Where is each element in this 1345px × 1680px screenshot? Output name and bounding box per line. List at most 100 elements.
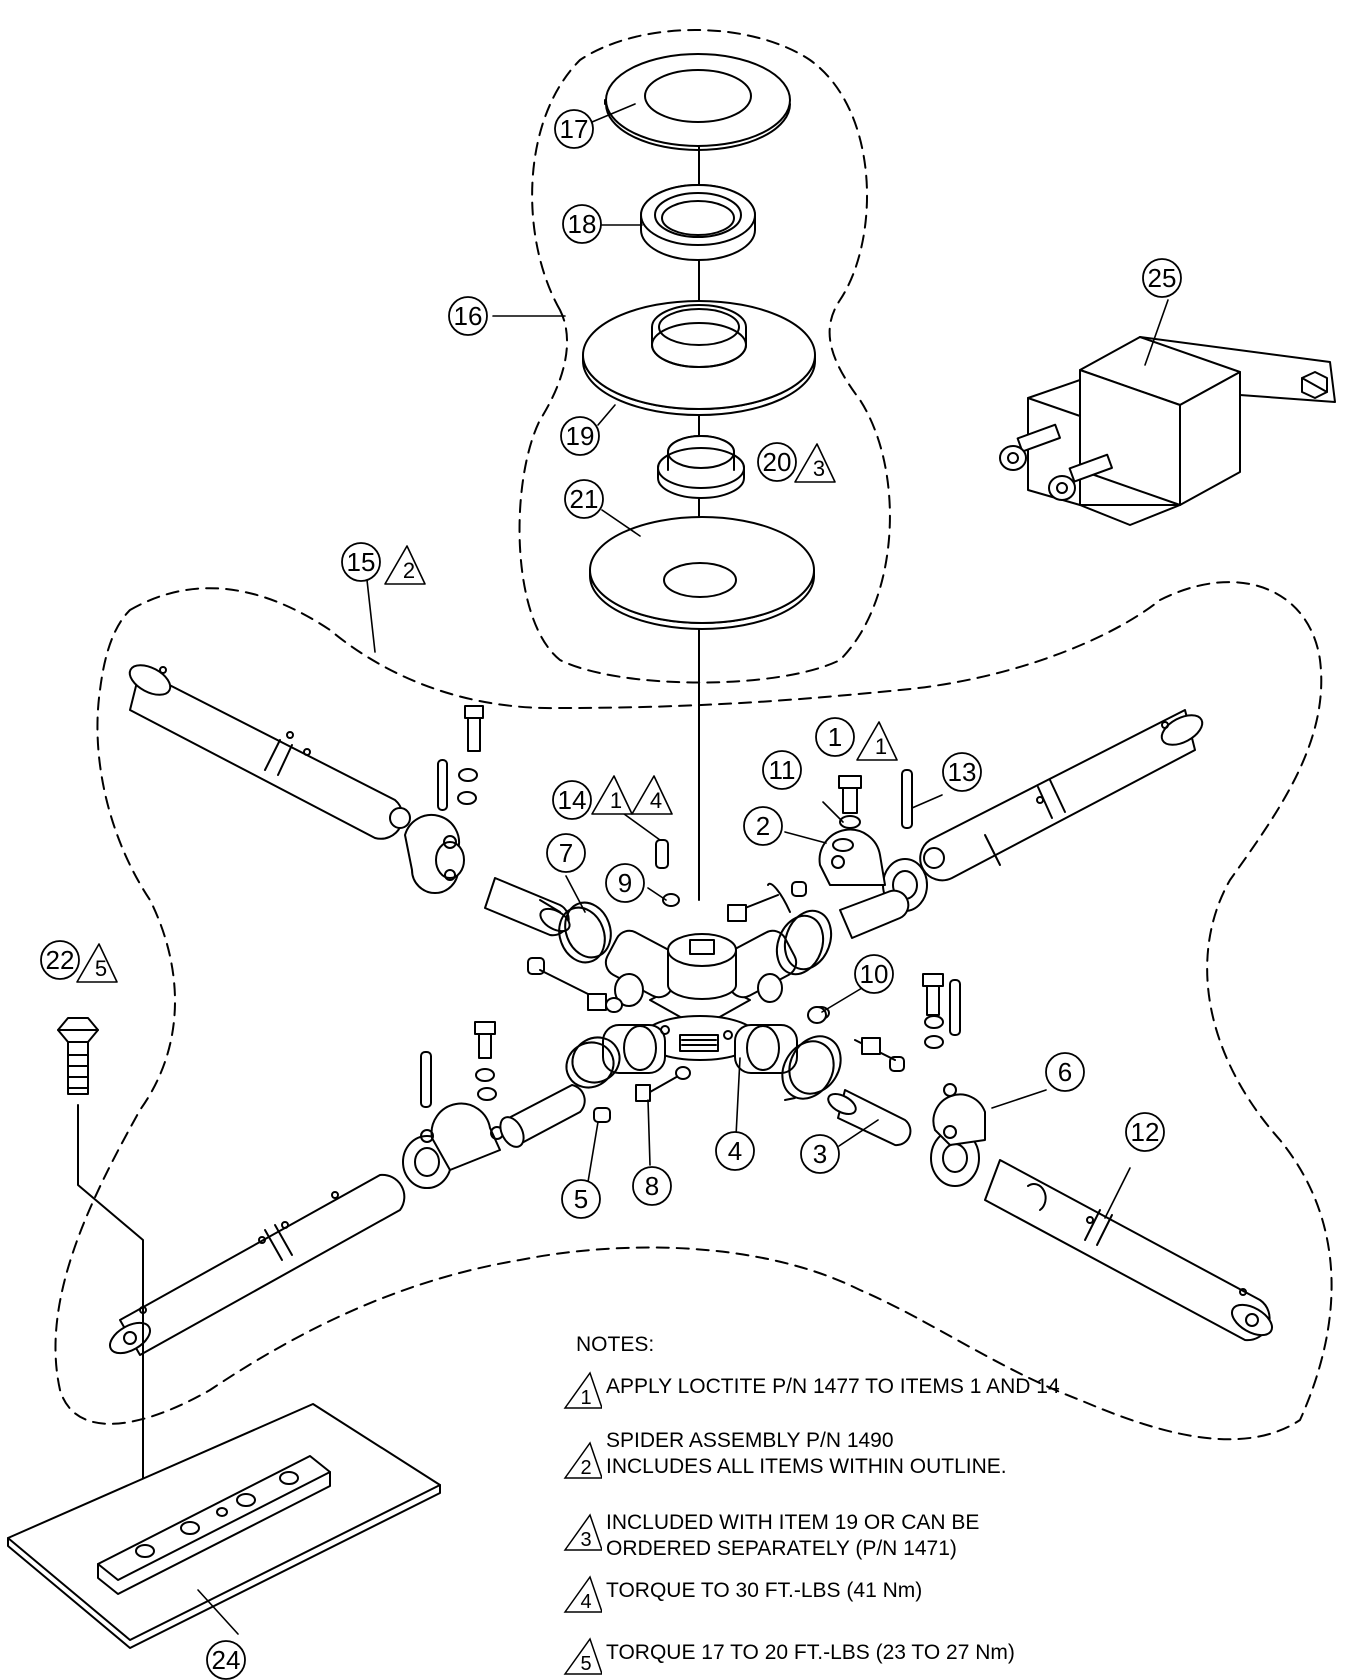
note-5-flag: 5 <box>563 1637 602 1675</box>
callout-8: 8 <box>632 1166 672 1206</box>
callout-label: 1 <box>828 722 842 752</box>
callout-9: 9 <box>605 863 645 903</box>
note-3-line-1: INCLUDED WITH ITEM 19 OR CAN BE <box>606 1511 980 1534</box>
note-flag-label: 1 <box>610 788 622 813</box>
note-flag-5: 5 <box>76 943 118 983</box>
callout-24: 24 <box>206 1640 246 1680</box>
callout-label: 15 <box>347 547 376 577</box>
note-flag-3: 3 <box>794 443 836 483</box>
callout-11: 11 <box>762 750 802 790</box>
callout-label: 14 <box>558 785 587 815</box>
callout-label: 7 <box>559 838 573 868</box>
part-20-bushing <box>657 435 745 499</box>
svg-text:4: 4 <box>580 1591 591 1613</box>
callout-label: 22 <box>46 945 75 975</box>
note-flag-label: 3 <box>813 456 825 481</box>
callout-5: 5 <box>561 1179 601 1219</box>
svg-text:5: 5 <box>580 1653 591 1675</box>
callout-label: 16 <box>454 301 483 331</box>
svg-text:2: 2 <box>580 1457 591 1479</box>
callout-15: 15 <box>341 542 381 582</box>
callout-18: 18 <box>562 204 602 244</box>
part-21-disc <box>589 516 815 630</box>
callout-label: 9 <box>618 868 632 898</box>
callout-label: 19 <box>566 421 595 451</box>
callout-17: 17 <box>554 109 594 149</box>
callout-leader-lines <box>197 103 1169 1635</box>
outline-item-15 <box>54 581 1333 1441</box>
callout-4: 4 <box>715 1131 755 1171</box>
spider-arm-lower-left <box>109 1084 586 1356</box>
spider-arm-lower-right <box>827 1083 1273 1342</box>
callout-label: 3 <box>813 1139 827 1169</box>
part-17-washer <box>604 53 791 151</box>
torsion-spring-lower-right <box>781 1035 842 1101</box>
notes-title: NOTES: <box>576 1333 655 1356</box>
note-1-line-1: APPLY LOCTITE P/N 1477 TO ITEMS 1 AND 14 <box>606 1375 1060 1398</box>
note-flag-label: 4 <box>650 788 662 813</box>
note-flag-label: 5 <box>95 956 107 981</box>
callout-16: 16 <box>448 296 488 336</box>
note-flag-label: 2 <box>403 558 415 583</box>
bolt-leader-path <box>77 1104 144 1556</box>
callout-label: 11 <box>769 755 796 785</box>
callout-20: 20 <box>757 442 797 482</box>
callout-10: 10 <box>854 954 894 994</box>
note-2-flag: 2 <box>563 1441 602 1479</box>
part-18-bearing <box>640 184 756 261</box>
callout-label: 25 <box>1148 263 1177 293</box>
note-1-flag: 1 <box>563 1371 602 1409</box>
callout-22: 22 <box>40 940 80 980</box>
callout-label: 10 <box>860 959 889 989</box>
note-flag-1: 1 <box>856 721 898 761</box>
note-flag-1: 1 <box>591 775 633 815</box>
callout-19: 19 <box>560 416 600 456</box>
hardware-fasteners <box>420 705 961 1123</box>
bracket-screw-upper <box>999 423 1061 471</box>
callout-label: 21 <box>570 484 599 514</box>
callout-3: 3 <box>800 1134 840 1174</box>
spider-arm-upper-left <box>128 664 571 937</box>
note-4-line-1: TORQUE TO 30 FT.-LBS (41 Nm) <box>606 1579 923 1602</box>
callout-label: 18 <box>568 209 597 239</box>
note-4-flag: 4 <box>563 1575 602 1613</box>
callout-label: 6 <box>1058 1057 1072 1087</box>
callout-label: 5 <box>574 1184 588 1214</box>
callout-6: 6 <box>1045 1052 1085 1092</box>
callout-label: 4 <box>728 1136 742 1166</box>
svg-text:1: 1 <box>580 1387 591 1409</box>
bracket-screw-lower <box>1048 453 1113 501</box>
callout-14: 14 <box>552 780 592 820</box>
callout-label: 8 <box>645 1171 659 1201</box>
callout-13: 13 <box>942 752 982 792</box>
note-2-line-1: SPIDER ASSEMBLY P/N 1490 <box>606 1429 894 1452</box>
callout-12: 12 <box>1125 1112 1165 1152</box>
torsion-spring-lower-left <box>565 1036 621 1089</box>
svg-text:3: 3 <box>580 1529 591 1551</box>
callout-label: 13 <box>948 757 977 787</box>
part-22-hex-bolt <box>57 1017 99 1095</box>
note-flag-label: 1 <box>875 734 887 759</box>
note-flag-4: 4 <box>631 775 673 815</box>
part-19-disc <box>582 300 816 416</box>
note-2-line-2: INCLUDES ALL ITEMS WITHIN OUTLINE. <box>606 1455 1007 1478</box>
callout-1: 1 <box>815 717 855 757</box>
note-flag-2: 2 <box>384 545 426 585</box>
note-5-line-1: TORQUE 17 TO 20 FT.-LBS (23 TO 27 Nm) <box>606 1641 1015 1664</box>
callout-2: 2 <box>743 806 783 846</box>
callout-label: 17 <box>560 114 589 144</box>
part-7-torsion-spring <box>539 899 612 964</box>
part-24-trowel-blade <box>7 1403 441 1649</box>
callout-21: 21 <box>564 479 604 519</box>
callout-label: 20 <box>763 447 792 477</box>
callout-label: 2 <box>756 811 770 841</box>
note-3-flag: 3 <box>563 1513 602 1551</box>
callout-7: 7 <box>546 833 586 873</box>
outline-item-16 <box>518 29 891 684</box>
part-25-bracket <box>999 336 1336 526</box>
callout-label: 24 <box>212 1645 241 1675</box>
